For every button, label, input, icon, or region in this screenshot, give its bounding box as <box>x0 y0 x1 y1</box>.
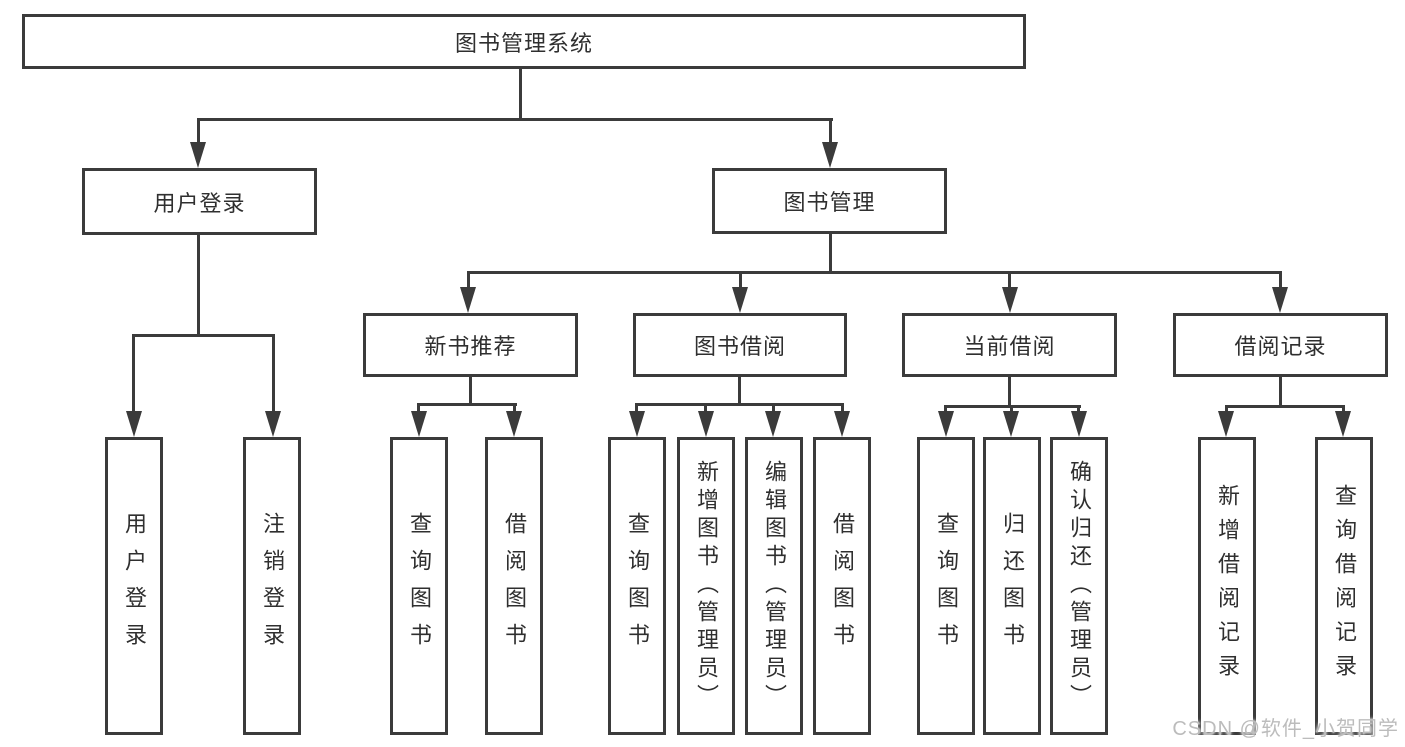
connector <box>1279 271 1282 291</box>
node-root-label: 图书管理系统 <box>454 30 593 56</box>
leaf-query-books-2: 查询图书 <box>608 437 666 735</box>
arrow-down-icon <box>698 411 714 437</box>
connector <box>1008 271 1011 291</box>
arrow-down-icon <box>938 411 954 437</box>
leaf-logout-label: 注销登录 <box>260 512 285 660</box>
connector <box>1342 405 1345 415</box>
leaf-confirm-return-admin: 确认归还（管理员） <box>1050 437 1108 735</box>
arrow-down-icon <box>126 411 142 437</box>
connector <box>197 235 200 337</box>
arrow-down-icon <box>629 411 645 437</box>
connector <box>272 334 275 414</box>
leaf-query-borrow-record: 查询借阅记录 <box>1315 437 1373 735</box>
leaf-query-books-2-label: 查询图书 <box>625 512 650 660</box>
connector <box>841 403 844 415</box>
leaf-query-books-3-label: 查询图书 <box>934 512 959 660</box>
leaf-user-login-label: 用户登录 <box>122 512 147 660</box>
connector <box>829 234 832 274</box>
connector <box>739 271 742 291</box>
connector <box>513 403 516 415</box>
leaf-add-borrow-record: 新增借阅记录 <box>1198 437 1256 735</box>
leaf-return-books: 归还图书 <box>983 437 1041 735</box>
node-user-login-label: 用户登录 <box>153 190 246 216</box>
connector <box>704 403 707 415</box>
leaf-borrow-books-2-label: 借阅图书 <box>830 512 855 660</box>
connector <box>197 118 200 146</box>
arrow-down-icon <box>1335 411 1351 437</box>
leaf-add-borrow-record-label: 新增借阅记录 <box>1215 484 1240 688</box>
arrow-down-icon <box>1272 287 1288 313</box>
connector <box>467 271 1282 274</box>
connector <box>417 403 420 415</box>
connector <box>1225 405 1345 408</box>
arrow-down-icon <box>265 411 281 437</box>
arrow-down-icon <box>1218 411 1234 437</box>
arrow-down-icon <box>1003 411 1019 437</box>
leaf-borrow-books-2: 借阅图书 <box>813 437 871 735</box>
arrow-down-icon <box>411 411 427 437</box>
connector <box>1008 377 1011 408</box>
node-user-login: 用户登录 <box>82 168 317 235</box>
arrow-down-icon <box>1071 411 1087 437</box>
arrow-down-icon <box>506 411 522 437</box>
connector <box>635 403 638 415</box>
leaf-add-books-admin-label: 新增图书（管理员） <box>694 460 719 712</box>
node-new-book-recommend-label: 新书推荐 <box>424 334 517 359</box>
connector <box>1077 405 1080 415</box>
leaf-user-login: 用户登录 <box>105 437 163 735</box>
node-new-book-recommend: 新书推荐 <box>363 313 578 377</box>
leaf-add-books-admin: 新增图书（管理员） <box>677 437 735 735</box>
node-borrow-records-label: 借阅记录 <box>1234 334 1327 359</box>
leaf-query-borrow-record-label: 查询借阅记录 <box>1332 484 1357 688</box>
connector <box>467 271 470 291</box>
arrow-down-icon <box>822 142 838 168</box>
connector <box>944 405 947 415</box>
csdn-watermark: CSDN @软件_小贺同学 <box>1172 718 1399 740</box>
leaf-edit-books-admin: 编辑图书（管理员） <box>745 437 803 735</box>
leaf-query-books-1-label: 查询图书 <box>407 512 432 660</box>
connector <box>132 334 135 414</box>
arrow-down-icon <box>834 411 850 437</box>
node-book-management-label: 图书管理 <box>783 190 876 215</box>
connector <box>1010 405 1013 415</box>
node-borrow-records: 借阅记录 <box>1173 313 1388 377</box>
leaf-borrow-books-1-label: 借阅图书 <box>502 512 527 660</box>
connector <box>132 334 275 337</box>
connector <box>635 403 844 406</box>
node-book-management: 图书管理 <box>712 168 947 234</box>
connector <box>197 118 833 121</box>
arrow-down-icon <box>1002 287 1018 313</box>
leaf-query-books-1: 查询图书 <box>390 437 448 735</box>
connector <box>772 403 775 415</box>
connector <box>738 377 741 406</box>
leaf-confirm-return-admin-label: 确认归还（管理员） <box>1067 460 1092 712</box>
connector <box>519 69 522 121</box>
leaf-logout: 注销登录 <box>243 437 301 735</box>
leaf-borrow-books-1: 借阅图书 <box>485 437 543 735</box>
node-book-borrow-label: 图书借阅 <box>693 334 786 359</box>
leaf-return-books-label: 归还图书 <box>1000 512 1025 660</box>
arrow-down-icon <box>190 142 206 168</box>
arrow-down-icon <box>732 287 748 313</box>
leaf-edit-books-admin-label: 编辑图书（管理员） <box>762 460 787 712</box>
connector <box>469 377 472 406</box>
node-root: 图书管理系统 <box>22 14 1026 69</box>
leaf-query-books-3: 查询图书 <box>917 437 975 735</box>
connector <box>1225 405 1228 415</box>
connector <box>1279 377 1282 408</box>
connector <box>829 118 832 146</box>
arrow-down-icon <box>765 411 781 437</box>
node-book-borrow: 图书借阅 <box>633 313 847 377</box>
arrow-down-icon <box>460 287 476 313</box>
node-current-borrow: 当前借阅 <box>902 313 1117 377</box>
node-current-borrow-label: 当前借阅 <box>963 334 1056 359</box>
connector <box>417 403 517 406</box>
